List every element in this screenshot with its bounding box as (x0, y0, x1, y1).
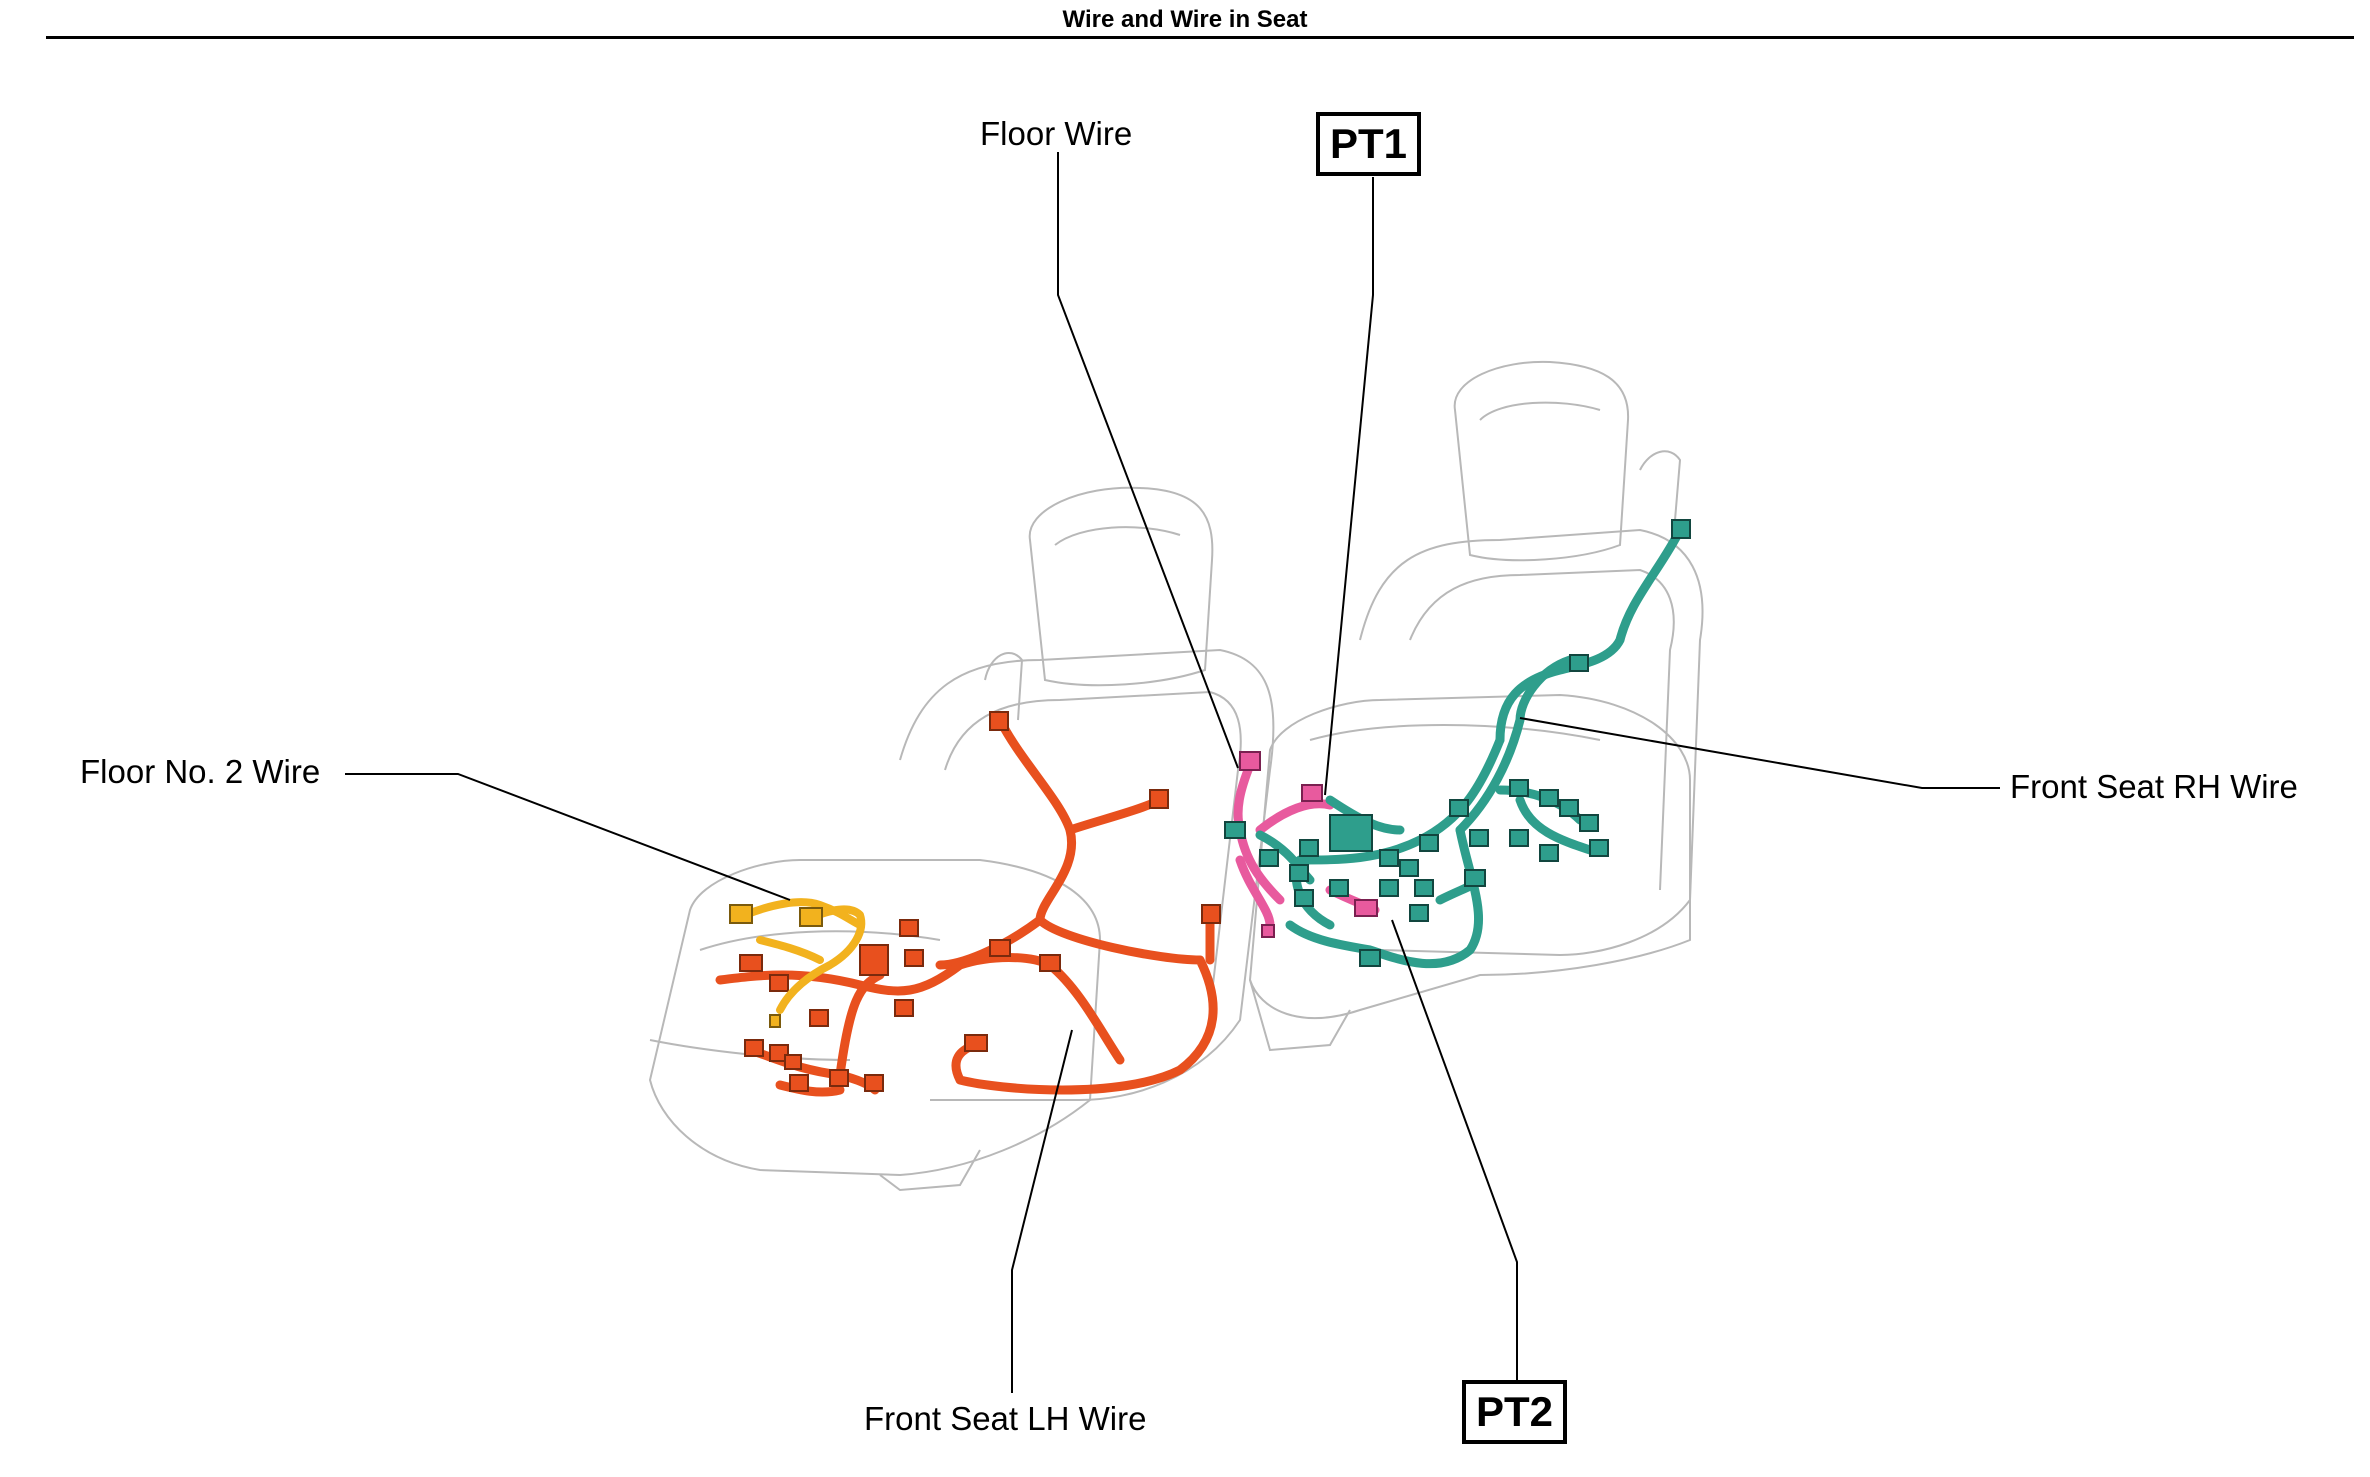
floor-no2-wire-harness (741, 898, 866, 1014)
floor-wire-leader (1057, 152, 1239, 769)
pt2-leader (1391, 919, 1518, 1383)
pt2-callout: PT2 (1462, 1380, 1568, 1444)
pt1-callout: PT1 (1316, 112, 1422, 176)
floor-no2-wire-connectors (729, 904, 823, 1028)
leader-lines (345, 152, 2000, 1393)
floor-no2-wire-label: Floor No. 2 Wire (80, 753, 321, 790)
front-seat-rh-wire-leader (1519, 717, 2000, 789)
title-rule (46, 36, 2354, 39)
front-seat-lh-wire-connectors (739, 711, 1221, 1092)
floor-no2-wire-leader (345, 773, 791, 901)
floor-wire-label: Floor Wire (980, 115, 1133, 152)
front-seat-rh-wire-label: Front Seat RH Wire (2010, 768, 2298, 805)
front-seat-rh-wire-harness (1255, 525, 1685, 969)
front-seat-lh-wire-leader (1011, 1029, 1073, 1393)
rh-seat-outline (1248, 360, 1704, 1052)
floor-wire-connectors (1239, 751, 1378, 938)
pt1-leader (1324, 177, 1374, 796)
front-seat-rh-wire-connectors (1224, 519, 1691, 967)
front-seat-lh-wire-label: Front Seat LH Wire (864, 1400, 1147, 1437)
page-title: Wire and Wire in Seat (1062, 6, 1308, 33)
